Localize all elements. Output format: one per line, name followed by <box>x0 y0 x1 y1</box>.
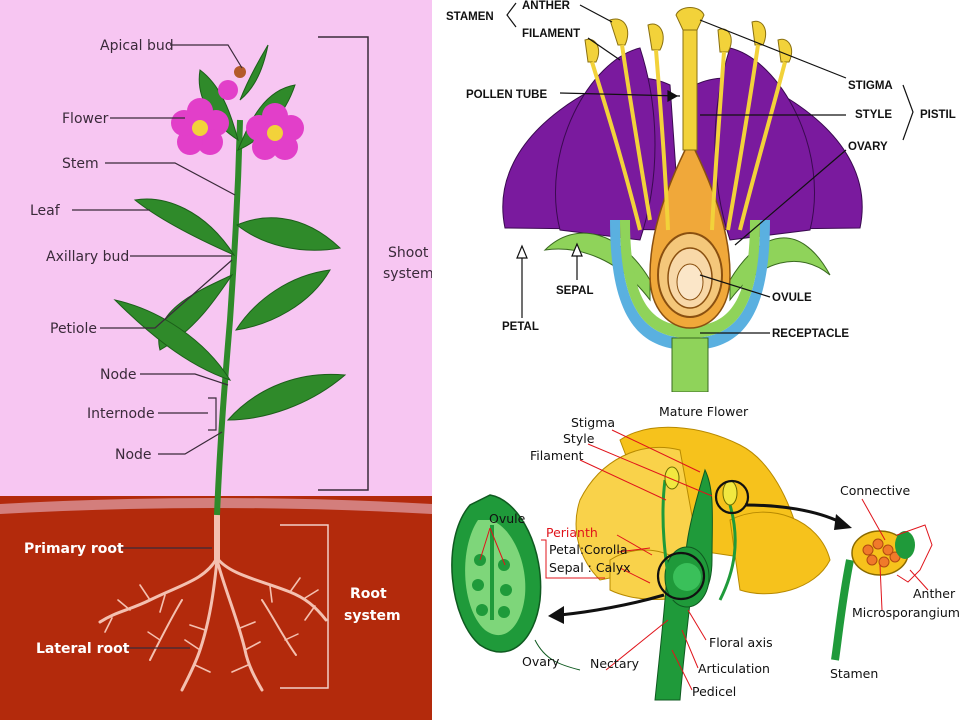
label-articulation: Articulation <box>698 661 770 676</box>
label-connective: Connective <box>840 483 911 498</box>
label-filament: FILAMENT <box>522 28 580 40</box>
label-apical-bud: Apical bud <box>100 38 174 54</box>
label-pollen-tube: POLLEN TUBE <box>466 89 547 101</box>
label-internode: Internode <box>87 406 155 422</box>
label-pistil: PISTIL <box>920 109 956 121</box>
label-root-system-line1: Root <box>350 586 387 602</box>
label-root-system-line2: system <box>344 608 401 624</box>
label-stem: Stem <box>62 156 99 172</box>
style-stalk <box>682 19 698 151</box>
pedicel-stalk <box>671 337 709 393</box>
label-sepal: SEPAL <box>556 285 594 297</box>
label-mature-stamen: Stamen <box>830 666 878 681</box>
ovary-zoom <box>451 494 581 671</box>
label-node-lower: Node <box>115 447 152 463</box>
arrow-to-stamen <box>744 503 841 524</box>
label-petiole: Petiole <box>50 321 97 337</box>
label-shoot-system-line2: system <box>383 266 434 282</box>
label-anther: ANTHER <box>522 0 571 12</box>
shoot-system-bracket <box>318 36 369 491</box>
label-mature-filament: Filament <box>530 448 584 463</box>
label-mature-anther: Anther <box>913 586 956 601</box>
root-system-bracket <box>280 524 329 689</box>
label-style: STYLE <box>855 109 892 121</box>
label-pedicel: Pedicel <box>692 684 736 699</box>
label-mature-style: Style <box>563 431 595 446</box>
plant-panel: Apical bud Flower Stem Leaf Axillary bud… <box>0 0 434 720</box>
plant-leader-lines <box>72 44 243 649</box>
label-lateral-root: Lateral root <box>36 641 130 657</box>
arrow-to-ovary <box>559 593 665 617</box>
label-receptacle: RECEPTACLE <box>772 328 849 340</box>
label-primary-root: Primary root <box>24 541 124 557</box>
stamens <box>584 18 793 231</box>
label-stigma: STIGMA <box>848 80 893 92</box>
label-sepal-calyx: Sepal : Calyx <box>549 560 631 575</box>
label-node-upper: Node <box>100 367 137 383</box>
label-mature-ovary: Ovary <box>522 654 560 669</box>
label-mature-flower-title: Mature Flower <box>659 404 749 419</box>
label-floral-axis: Floral axis <box>709 635 773 650</box>
stamen-zoom <box>831 524 933 661</box>
label-flower: Flower <box>62 111 109 127</box>
label-stamen: STAMEN <box>446 11 494 23</box>
label-shoot-system-line1: Shoot <box>388 245 429 261</box>
label-axillary-bud: Axillary bud <box>46 249 129 265</box>
mature-flower-illustration <box>575 426 831 701</box>
label-microsporangium: Microsporangium <box>852 605 960 620</box>
mature-leader-lines <box>479 429 929 691</box>
label-nectary: Nectary <box>590 656 640 671</box>
flower-section-panel: STAMEN ANTHER FILAMENT POLLEN TUBE STIGM… <box>432 0 960 393</box>
section-arrows <box>516 4 847 334</box>
label-leaf: Leaf <box>30 203 61 219</box>
flowers <box>171 66 304 160</box>
label-perianth: Perianth <box>546 525 598 540</box>
stem-illustration <box>214 119 243 516</box>
label-ovule: OVULE <box>772 292 812 304</box>
label-ovary: OVARY <box>848 141 888 153</box>
root-system-illustration <box>98 512 328 692</box>
label-mature-stigma: Stigma <box>571 415 615 430</box>
label-petal: PETAL <box>502 321 539 333</box>
mature-flower-panel: Mature Flower Stigma Style Filament Peri… <box>432 392 960 720</box>
label-mature-ovule: Ovule <box>489 511 526 526</box>
stigma-top <box>675 7 705 31</box>
label-petal-corolla: Petal:Corolla <box>549 542 628 557</box>
